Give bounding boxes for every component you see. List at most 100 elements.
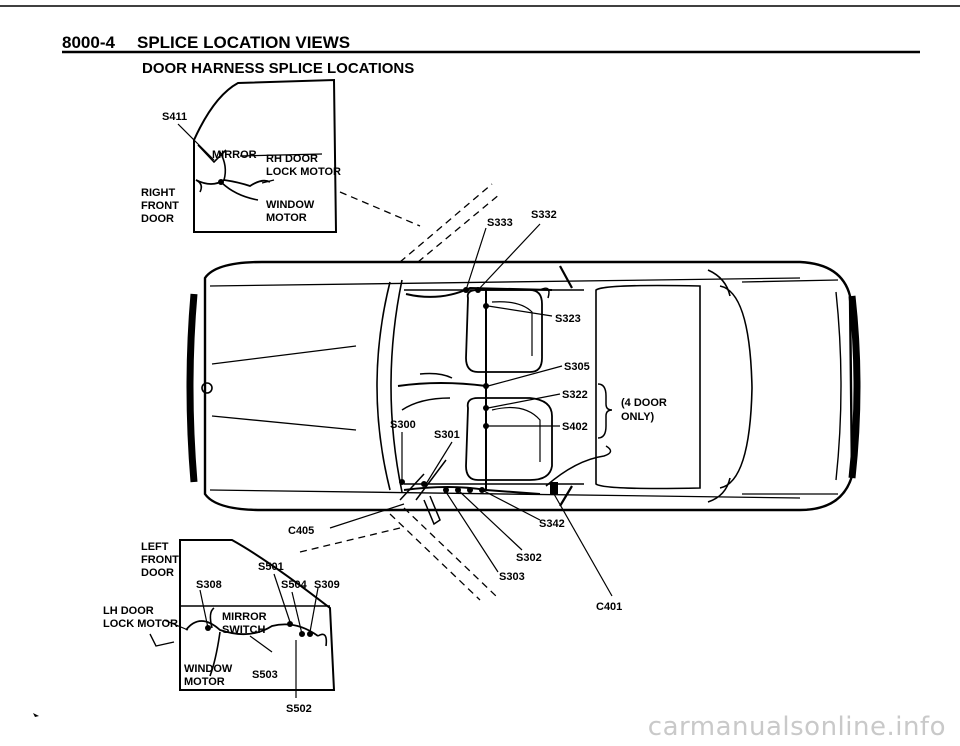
trunk-rear-edge xyxy=(835,291,842,481)
lh-window-motor-line2: MOTOR xyxy=(184,676,225,688)
s322-label: S322 xyxy=(562,389,588,401)
harness-rear-curl xyxy=(545,445,612,487)
s301-label: S301 xyxy=(434,429,460,441)
rh-lock-leader xyxy=(239,153,323,157)
s322-dot xyxy=(483,405,489,411)
c-pillars xyxy=(707,269,731,503)
rh-lock-motor-line1: RH DOOR xyxy=(266,153,318,165)
rear-window xyxy=(595,284,701,490)
hood-line-lower xyxy=(211,415,357,431)
lh-mirror-switch-line2: SWITCH xyxy=(222,624,265,636)
rh-door-label-line3: DOOR xyxy=(141,213,174,225)
lh-door-splice-dots xyxy=(205,621,313,637)
trunk-curve xyxy=(719,285,753,489)
rh-door-label-line2: FRONT xyxy=(141,200,179,212)
harness-mid-stub xyxy=(419,372,453,379)
car-leaders xyxy=(329,223,613,597)
s402-dot xyxy=(483,423,489,429)
rh-wire-main xyxy=(195,179,271,187)
harness-front-top xyxy=(405,286,553,298)
s308-dot xyxy=(205,625,211,631)
lh-wire-window xyxy=(209,631,221,677)
c405-connector-shape xyxy=(423,495,441,526)
seat-inner-left xyxy=(491,407,541,462)
page-number: 8000-4 xyxy=(62,33,115,52)
s502-label: S502 xyxy=(286,703,312,715)
body-crease-bottom xyxy=(209,489,801,499)
four-door-note-line1: (4 DOOR xyxy=(621,397,667,409)
rh-door-outline xyxy=(193,78,338,233)
trunk-edges xyxy=(741,279,839,495)
harness-left-dash xyxy=(401,397,451,411)
c401-label: C401 xyxy=(596,601,622,613)
c401-connector-block xyxy=(550,482,558,494)
rh-wire-entry xyxy=(195,179,203,193)
s501-leader xyxy=(273,573,291,623)
s302-label: S302 xyxy=(516,552,542,564)
s300-label: S300 xyxy=(390,419,416,431)
section-title: SPLICE LOCATION VIEWS xyxy=(137,33,351,52)
lh-door-label-line1: LEFT xyxy=(141,541,169,553)
lh-wire-switch xyxy=(209,607,215,629)
s402-label: S402 xyxy=(562,421,588,433)
rh-window-leader xyxy=(261,179,275,184)
s411-label: S411 xyxy=(162,111,187,123)
s309-label: S309 xyxy=(314,579,340,591)
emblem-icon xyxy=(201,382,213,394)
c405-label: C405 xyxy=(288,525,314,537)
s501-label: S501 xyxy=(258,561,284,573)
rh-wire-mirror xyxy=(219,151,227,181)
b-pillars xyxy=(559,265,573,507)
windshield-left xyxy=(376,281,391,491)
lh-lock-arrow xyxy=(149,633,175,647)
s305-label: S305 xyxy=(564,361,590,373)
s301-dot xyxy=(421,481,427,487)
lh-lock-motor-line1: LH DOOR xyxy=(103,605,154,617)
s411-leader xyxy=(177,123,215,161)
s303-label: S303 xyxy=(499,571,525,583)
s342-dot-a xyxy=(443,487,449,493)
lh-wire-main xyxy=(185,620,319,637)
lh-window-motor-line1: WINDOW xyxy=(184,663,233,675)
rh-window-motor-line1: WINDOW xyxy=(266,199,315,211)
rh-mirror-label: MIRROR xyxy=(212,149,257,161)
hood-line-upper xyxy=(211,345,357,365)
lh-door-label-line3: DOOR xyxy=(141,567,174,579)
right-front-door-inset xyxy=(177,78,338,233)
front-seat-right xyxy=(465,289,543,373)
four-door-brace xyxy=(597,383,613,439)
lh-lock-leader xyxy=(163,619,189,631)
rear-bumper xyxy=(848,295,861,479)
corner-mark xyxy=(33,713,39,717)
harness-mid xyxy=(397,382,487,387)
harness-top-curl xyxy=(539,287,550,299)
lh-door-label-line2: FRONT xyxy=(141,554,179,566)
s501-dot xyxy=(287,621,293,627)
lh-mirror-switch-line1: MIRROR xyxy=(222,611,267,623)
rh-door-callouts xyxy=(339,183,501,263)
s308-leader xyxy=(199,589,209,629)
lh-wire-mirror xyxy=(317,633,328,647)
s332-label: S332 xyxy=(531,209,557,221)
rh-window-motor-line2: MOTOR xyxy=(266,212,307,224)
rh-lock-motor-line2: LOCK MOTOR xyxy=(266,166,341,178)
front-bumper xyxy=(186,293,198,483)
lh-lock-motor-line2: LOCK MOTOR xyxy=(103,618,178,630)
left-front-door-inset xyxy=(149,539,336,698)
harness-door-feed-1 xyxy=(399,473,425,501)
watermark: carmanualsonline.info xyxy=(647,712,946,742)
rh-wire-window xyxy=(221,182,259,201)
four-door-note-line2: ONLY) xyxy=(621,411,655,423)
s342-label: S342 xyxy=(539,518,565,530)
car-outline xyxy=(203,260,854,512)
s411-splice-dot xyxy=(218,179,224,185)
rh-mirror-shape xyxy=(197,144,227,164)
s504-leader xyxy=(291,591,303,635)
seat-inner-right xyxy=(491,301,533,356)
windshield-right xyxy=(390,279,403,493)
s308-label: S308 xyxy=(196,579,222,591)
front-seat-left xyxy=(465,397,553,481)
car-body xyxy=(186,260,861,512)
sub-title: DOOR HARNESS SPLICE LOCATIONS xyxy=(142,60,415,77)
